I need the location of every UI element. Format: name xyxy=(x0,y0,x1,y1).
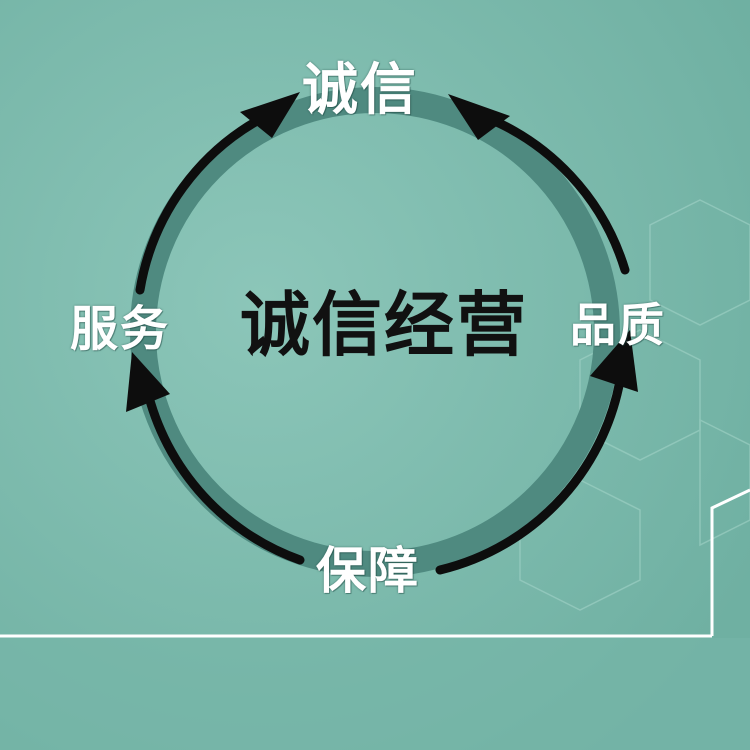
arrow-bottom-to-right xyxy=(435,363,627,575)
arrowhead-right xyxy=(590,330,638,392)
arrow-left-to-top xyxy=(135,110,273,295)
lower-band xyxy=(0,638,750,750)
frame-line-right xyxy=(710,488,750,636)
hexagon-4 xyxy=(699,418,750,547)
ring xyxy=(130,87,620,577)
arrow-heads xyxy=(126,92,638,412)
arrow-right-to-top xyxy=(475,110,630,275)
arrowhead-left xyxy=(126,352,170,412)
arrow-bottom-to-left xyxy=(140,375,305,565)
hexagon-2 xyxy=(579,329,701,461)
arrowhead-top-left xyxy=(240,92,300,138)
node-label-right: 品质 xyxy=(570,298,666,352)
hexagon-1 xyxy=(649,199,750,326)
node-label-top: 诚信 xyxy=(302,57,418,123)
cycle-arrows xyxy=(135,110,630,575)
arrowhead-top-right xyxy=(448,94,510,140)
node-label-bottom: 保障 xyxy=(316,541,420,600)
node-label-left: 服务 xyxy=(70,301,171,357)
center-title: 诚信经营 xyxy=(240,283,528,366)
